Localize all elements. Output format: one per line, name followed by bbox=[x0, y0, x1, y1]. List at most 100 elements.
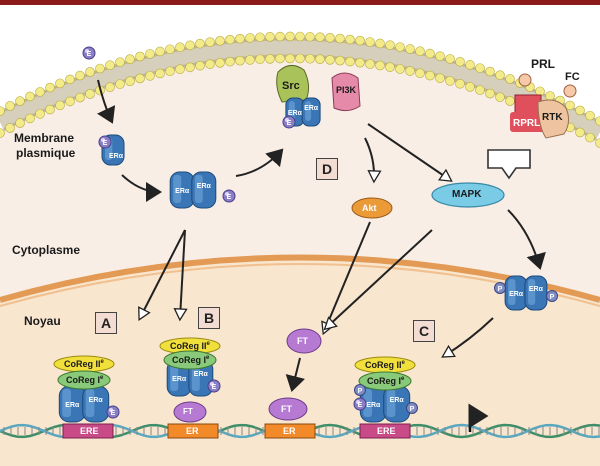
lipid-head bbox=[455, 78, 465, 89]
lipid-head bbox=[415, 46, 425, 57]
lipid-head bbox=[5, 123, 15, 133]
fc-label: FC bbox=[565, 71, 580, 83]
arrow-ft-to-er bbox=[285, 357, 306, 392]
era-complex-a-label-right: ERα bbox=[89, 397, 104, 404]
lipid-head bbox=[105, 82, 115, 93]
estrogen-dimer-cyto-label: E bbox=[227, 194, 232, 201]
lipid-head bbox=[45, 104, 55, 115]
coreg2-label-a: CoReg IIe bbox=[64, 359, 104, 369]
lipid-head bbox=[185, 62, 195, 73]
lipid-head bbox=[405, 44, 415, 54]
era-complex-membrane-right bbox=[301, 97, 321, 127]
lipid-head bbox=[135, 51, 145, 62]
lipid-head bbox=[305, 53, 315, 64]
arrow-to-dimer bbox=[121, 174, 162, 202]
phospho-complex-c bbox=[354, 384, 366, 396]
lipid-head bbox=[35, 87, 45, 97]
er-label-b: ER bbox=[186, 426, 199, 436]
transcription-start-arrow bbox=[468, 403, 489, 432]
rtk-label: RTK bbox=[542, 112, 563, 123]
coreg-stack-b bbox=[159, 337, 221, 370]
lipid-head bbox=[245, 55, 255, 65]
lipid-head bbox=[225, 56, 235, 67]
er-label-ft: ER bbox=[283, 426, 296, 436]
lipid-head bbox=[485, 88, 495, 99]
cytoplasm-label: Cytoplasme bbox=[12, 243, 81, 257]
era-dimer-cyto-left bbox=[169, 171, 195, 209]
pathway-a-box: A bbox=[95, 312, 117, 334]
lipid-head bbox=[445, 54, 455, 64]
block-arrow-to-mapk bbox=[487, 149, 531, 180]
era-complex-membrane-label-right: ERα bbox=[304, 105, 319, 112]
phospho-left bbox=[494, 282, 506, 294]
arrow-path-c bbox=[444, 317, 494, 356]
pi3k-protein bbox=[331, 72, 361, 112]
pi3k-label: PI3K bbox=[336, 85, 357, 95]
src-label: Src bbox=[282, 80, 300, 92]
pathway-d-box: D bbox=[316, 158, 338, 180]
lipid-head bbox=[205, 37, 215, 47]
coreg1-label-a: CoReg Ie bbox=[66, 375, 104, 385]
lipid-head bbox=[365, 59, 375, 69]
lipid-head bbox=[105, 60, 115, 71]
lipid-head bbox=[255, 32, 265, 43]
lipid-head bbox=[55, 78, 65, 89]
coreg2-label-b: CoReg IIe bbox=[170, 341, 210, 351]
lipid-head bbox=[95, 63, 105, 74]
lipid-head bbox=[425, 48, 435, 59]
lipid-head bbox=[65, 96, 75, 107]
era-dimer-phospho-label-left: ERα bbox=[509, 291, 524, 298]
lipid-head bbox=[265, 31, 275, 42]
lipid-head bbox=[375, 38, 385, 49]
lipid-head bbox=[275, 53, 285, 64]
er-element-b bbox=[167, 423, 219, 439]
mapk-kinase bbox=[431, 182, 505, 208]
lipid-head bbox=[435, 51, 445, 61]
lipid-head bbox=[235, 55, 245, 66]
estrogen-complex-a-label: E bbox=[111, 410, 116, 417]
lipid-head bbox=[215, 36, 225, 46]
lipid-head bbox=[575, 105, 585, 116]
lipid-head bbox=[385, 40, 395, 50]
ft-label-2: FT bbox=[281, 404, 292, 414]
akt-kinase bbox=[351, 197, 393, 219]
arrow-path-a bbox=[140, 229, 186, 318]
era-complex-b-label-left: ERα bbox=[172, 376, 187, 383]
membrane-label-line1: Membrane bbox=[14, 131, 75, 145]
lipid-head bbox=[225, 34, 235, 45]
lipid-head bbox=[115, 57, 125, 67]
lipid-head bbox=[135, 73, 145, 84]
er-element-ft bbox=[264, 423, 316, 439]
lipid-head bbox=[175, 42, 185, 53]
lipid-head bbox=[585, 132, 595, 143]
era-complex-b-label-right: ERα bbox=[194, 371, 209, 378]
lipid-head bbox=[585, 110, 595, 121]
lipid-head bbox=[545, 91, 555, 101]
lipid-head bbox=[495, 70, 505, 80]
ere-label-c: ERE bbox=[377, 426, 396, 436]
lipid-head bbox=[145, 49, 155, 59]
coreg2-label-c: CoReg IIe bbox=[365, 360, 405, 370]
rtk-receptor bbox=[537, 84, 577, 139]
lipid-head bbox=[505, 96, 515, 106]
lipid-head bbox=[475, 63, 485, 73]
lipid-head bbox=[315, 54, 325, 64]
estrogen-outside-label: E bbox=[87, 51, 92, 58]
lipid-head bbox=[265, 53, 275, 64]
arrow-akt-to-ft bbox=[324, 221, 371, 332]
lipid-head bbox=[165, 44, 175, 55]
prl-label: PRL bbox=[531, 57, 555, 71]
lipid-head bbox=[215, 58, 225, 68]
lipid-head bbox=[185, 40, 195, 51]
arrow-path-b bbox=[180, 229, 185, 318]
lipid-head bbox=[115, 79, 125, 89]
estrogen-complex-b-label: E bbox=[212, 384, 217, 391]
lipid-head bbox=[325, 54, 335, 65]
arrow-e-entry bbox=[96, 79, 116, 124]
lipid-head bbox=[485, 66, 495, 77]
era-complex-membrane-label-left: ERα bbox=[288, 110, 303, 117]
lipid-head bbox=[345, 34, 355, 45]
lipid-head bbox=[355, 35, 365, 46]
phospho-complex-c-right bbox=[406, 402, 418, 414]
